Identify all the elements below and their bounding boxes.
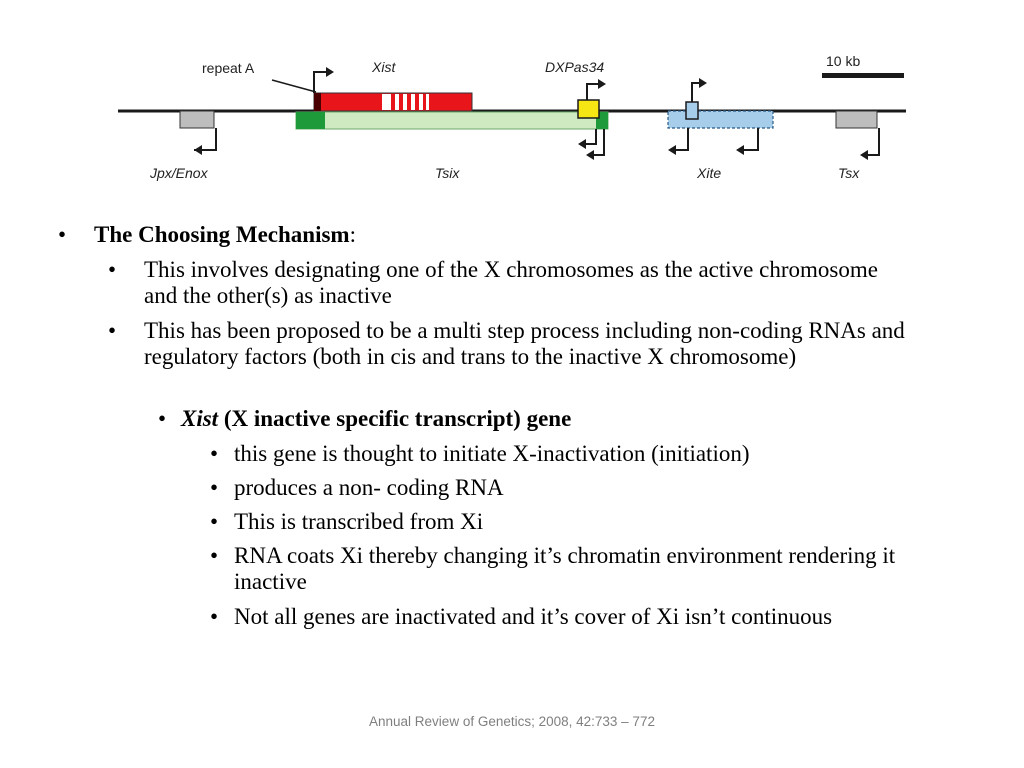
bullet-dot: • <box>158 406 167 431</box>
bullet-level4: • this gene is thought to initiate X-ina… <box>210 441 925 467</box>
bullet-level4: • RNA coats Xi thereby changing it’s chr… <box>210 543 925 595</box>
xist-promoter-arrow-icon <box>313 71 332 93</box>
tsix-label: Tsix <box>435 165 460 181</box>
bullet-text: This involves designating one of the X c… <box>144 257 878 308</box>
bullet-dot: • <box>108 257 117 282</box>
xist-gene-box <box>313 92 473 112</box>
bullet-text: produces a non- coding RNA <box>234 475 504 500</box>
scale-label: 10 kb <box>826 53 860 69</box>
xist-exon-gap <box>411 94 415 110</box>
bullet-text: This has been proposed to be a multi ste… <box>144 318 905 369</box>
xist-exon-gap <box>403 94 407 110</box>
jpx-enox-gene-box <box>179 110 215 129</box>
bullet-text: This is transcribed from Xi <box>234 509 484 534</box>
xist-exon-gap <box>419 94 423 110</box>
repeat-a-pointer <box>271 79 317 93</box>
tsx-arrow-icon <box>862 128 880 156</box>
bullet-level2: • This has been proposed to be a multi s… <box>108 318 908 370</box>
gene-name: Xist <box>181 406 219 431</box>
jpx-enox-arrow-icon <box>194 128 217 151</box>
xite-arrow-icon <box>738 128 759 151</box>
bullet-level4: • This is transcribed from Xi <box>210 509 925 535</box>
tsix-left-dark-block <box>296 112 325 129</box>
bullet-dot: • <box>210 509 219 534</box>
dxpas34-box <box>577 99 600 119</box>
xite-arrow-icon <box>670 128 689 151</box>
tsx-gene-box <box>835 110 878 129</box>
tsix-transcript-bar <box>295 111 609 130</box>
bullet-level1: • The Choosing Mechanism: <box>58 222 938 248</box>
xist-exon-gap <box>395 94 399 110</box>
bullet-level2: • This involves designating one of the X… <box>108 257 908 309</box>
bullet-text: this gene is thought to initiate X-inact… <box>234 441 750 466</box>
bullet-dot: • <box>210 604 219 629</box>
bullet-dot: • <box>210 475 219 500</box>
bullet-dot: • <box>108 318 117 343</box>
bullet-level4: • Not all genes are inactivated and it’s… <box>210 604 925 630</box>
bullet-text: RNA coats Xi thereby changing it’s chrom… <box>234 543 896 594</box>
title-colon: : <box>349 222 356 247</box>
bullet-dot: • <box>210 441 219 466</box>
bullet-dot: • <box>210 543 219 568</box>
x-inactivation-center-diagram: 10 kb Jpx/Enox Xist repeat A DXPas34 Tsi… <box>118 53 906 181</box>
citation-footer: Annual Review of Genetics; 2008, 42:733 … <box>369 714 655 729</box>
bullet-level3: • Xist (X inactive specific transcript) … <box>158 406 918 432</box>
bullet-level4: • produces a non- coding RNA <box>210 475 925 501</box>
gene-description: (X inactive specific transcript) gene <box>223 406 572 431</box>
xist-exon-gap <box>382 94 391 110</box>
tsx-label: Tsx <box>838 165 860 181</box>
scale-bar <box>822 73 904 78</box>
jpx-enox-label: Jpx/Enox <box>149 165 209 181</box>
xite-small-box <box>685 101 699 120</box>
xite-upper-arrow-icon <box>691 82 705 102</box>
bullet-dot: • <box>58 222 67 247</box>
xist-exon-gap <box>426 94 429 110</box>
xite-label: Xite <box>696 165 721 181</box>
xite-region-box <box>667 110 774 129</box>
repeat-a-label: repeat A <box>202 60 255 76</box>
section-title: The Choosing Mechanism <box>94 222 350 247</box>
dxpas34-label: DXPas34 <box>545 59 604 75</box>
bullet-text: Not all genes are inactivated and it’s c… <box>234 604 833 629</box>
repeat-a-block <box>314 93 321 111</box>
xist-label: Xist <box>371 59 396 75</box>
